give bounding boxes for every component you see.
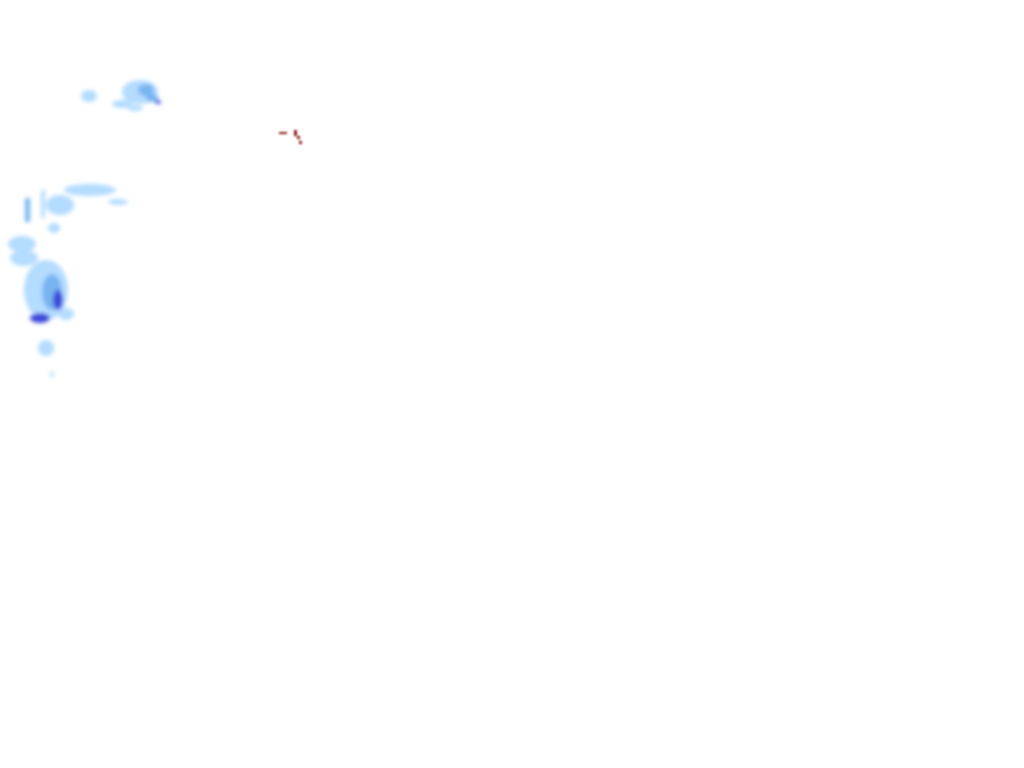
precip-cell-extreme: [279, 130, 302, 144]
precip-cell-north: [81, 80, 161, 111]
precip-band-west: [8, 184, 128, 377]
